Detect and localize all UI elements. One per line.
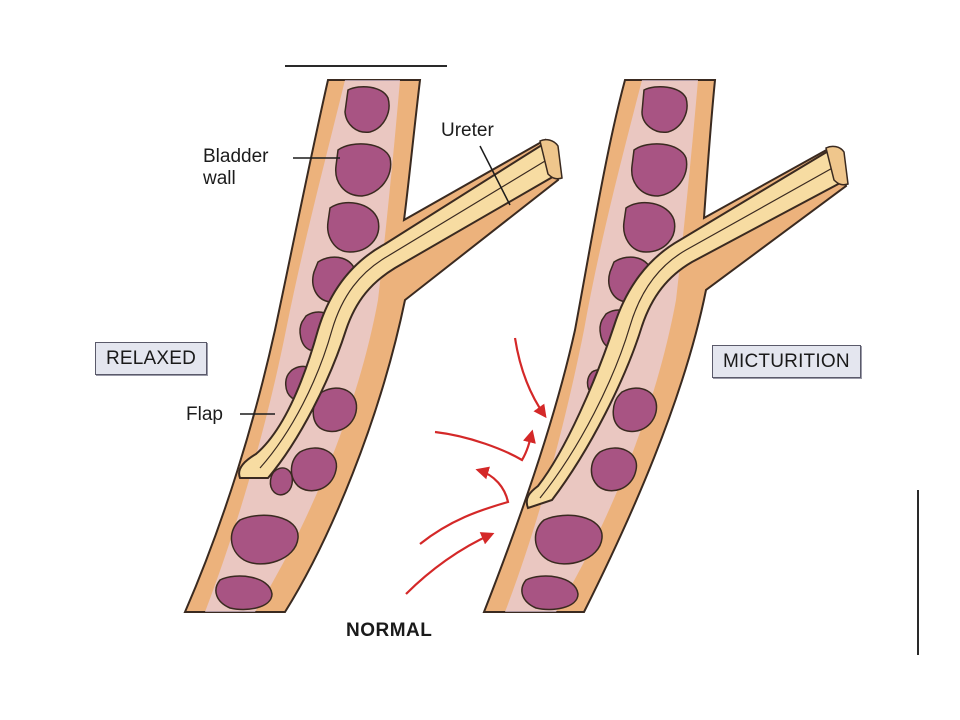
pressure-arrows	[405, 337, 547, 595]
micturition-label-box: MICTURITION	[712, 345, 861, 378]
ureter-lumen-line-micturition	[539, 165, 837, 499]
bladder-wall-label: Bladder wall	[203, 146, 269, 190]
ureter-lumen-line-relaxed	[259, 157, 551, 469]
relaxed-panel	[183, 79, 563, 613]
ureter-label: Ureter	[441, 120, 494, 141]
curved-arrow-icon	[513, 337, 547, 419]
micturition-panel	[482, 79, 849, 613]
ureter-opening-relaxed	[539, 138, 563, 180]
curved-arrow-icon	[434, 429, 536, 462]
normal-caption: NORMAL	[346, 620, 433, 641]
curved-arrow-icon	[405, 532, 495, 595]
ureter-tube-micturition	[525, 148, 844, 510]
muscle-bundles-relaxed	[215, 85, 392, 611]
bladder-wall-label-line1: Bladder	[203, 146, 269, 167]
muscle-bundles-micturition	[521, 85, 688, 611]
ureter-tube-relaxed	[238, 141, 558, 479]
bladder-wall-label-line2: wall	[203, 168, 236, 189]
curved-arrow-icon	[419, 466, 510, 545]
relaxed-label-box: RELAXED	[95, 342, 208, 375]
ureter-leader	[479, 145, 511, 206]
flap-label: Flap	[186, 404, 223, 425]
ureter-opening-micturition	[825, 145, 849, 186]
